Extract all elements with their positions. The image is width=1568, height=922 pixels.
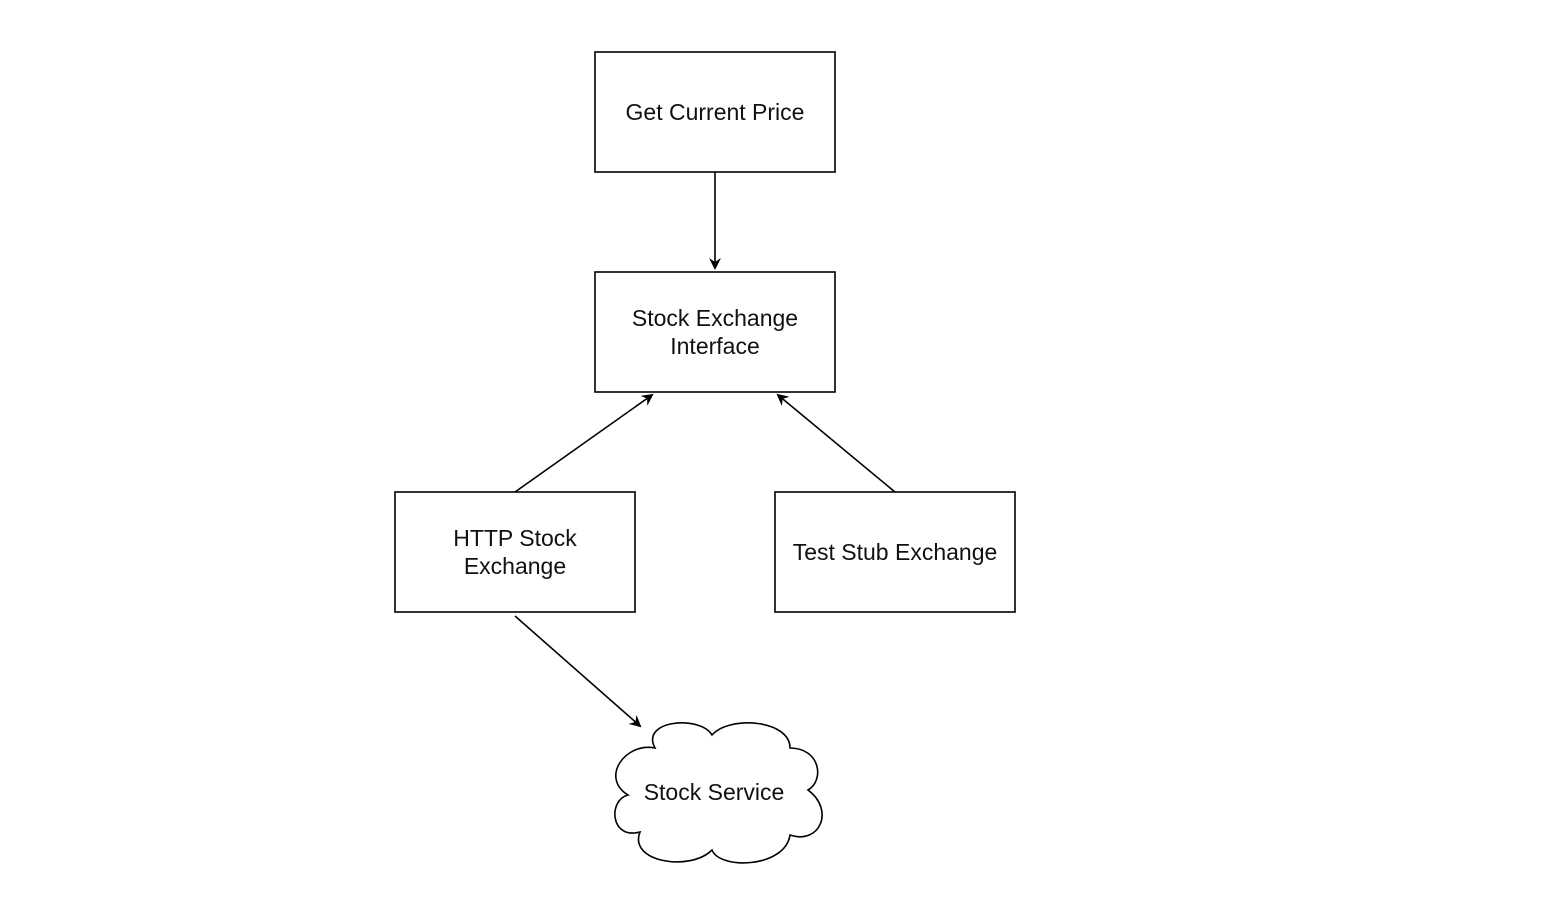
node-label-line-2: Exchange (464, 553, 566, 579)
edge-stub-to-interface (776, 393, 896, 493)
node-box (594, 51, 836, 173)
node-label: Get Current Price (626, 99, 805, 125)
node-test-stub-exchange[interactable]: Test Stub Exchange (774, 491, 1016, 613)
node-box (394, 491, 636, 613)
edge-http-to-interface (514, 393, 654, 493)
node-get-current-price[interactable]: Get Current Price (594, 51, 836, 173)
node-box (774, 491, 1016, 613)
edge-http-to-service (514, 615, 642, 728)
node-box (594, 271, 836, 393)
node-stock-exchange-interface[interactable]: Stock Exchange Interface (594, 271, 836, 393)
node-label-line-1: Stock Exchange (632, 305, 798, 331)
cloud-icon (614, 722, 823, 864)
node-http-stock-exchange[interactable]: HTTP Stock Exchange (394, 491, 636, 613)
node-label: Test Stub Exchange (793, 539, 998, 565)
node-stock-service[interactable]: Stock Service (614, 722, 823, 864)
edges (514, 172, 896, 728)
node-label: Stock Service (644, 779, 785, 805)
node-label-line-1: HTTP Stock (453, 525, 577, 551)
node-label-line-2: Interface (670, 333, 760, 359)
